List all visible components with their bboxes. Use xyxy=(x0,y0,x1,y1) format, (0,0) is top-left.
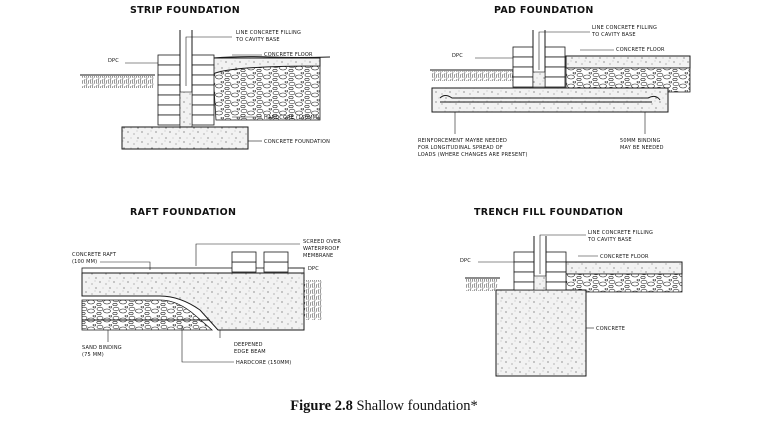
trench-concrete-fill xyxy=(495,289,587,377)
raft-ground-hatch xyxy=(304,280,322,320)
strip-concrete-floor xyxy=(212,57,321,75)
raft-beam-label-2: EDGE BEAM xyxy=(234,349,266,355)
pad-binding-label-1: 50MM BINDING xyxy=(620,138,661,144)
pad-hardcore xyxy=(565,67,691,93)
raft-hardcore xyxy=(81,299,214,331)
raft-screed-label-3: MEMBRANE xyxy=(303,253,333,259)
strip-floor-top xyxy=(212,56,331,59)
pad-concrete-pad xyxy=(431,87,669,113)
raft-dpc-label: DPC xyxy=(308,266,319,272)
pad-fill-label-2: TO CAVITY BASE xyxy=(591,32,636,38)
strip-cavity-wall xyxy=(157,30,215,128)
raft-concrete-leader xyxy=(100,261,151,270)
pad-cavity-wall xyxy=(512,30,566,88)
figure-caption: Figure 2.8 Shallow foundation* xyxy=(0,398,768,415)
trench-dpc-label: DPC xyxy=(460,258,471,264)
pad-fill-label-1: LINE CONCRETE FILLING xyxy=(592,25,657,31)
strip-hardcore-label: HARDCORE (150MM) xyxy=(264,115,319,121)
strip-fill-leader xyxy=(185,36,232,86)
strip-concrete-foundation xyxy=(121,126,249,150)
strip-floor-label: CONCRETE FLOOR xyxy=(264,52,313,58)
raft-screed-label-1: SCREED OVER xyxy=(303,239,341,245)
trench-concrete-floor xyxy=(565,261,683,275)
pad-foundation-title: PAD FOUNDATION xyxy=(494,5,594,16)
figure-caption-text: Shallow foundation* xyxy=(356,398,478,414)
raft-concrete-slab xyxy=(81,272,305,331)
trench-fill-label-1: LINE CONCRETE FILLING xyxy=(588,230,653,236)
strip-foundation-title: STRIP FOUNDATION xyxy=(130,5,240,16)
trench-fill-foundation-panel: TRENCH FILL FOUNDATION DPC LINE CONCR xyxy=(460,207,683,377)
strip-fill-label-2: TO CAVITY BASE xyxy=(235,37,280,43)
strip-fill-label-1: LINE CONCRETE FILLING xyxy=(236,30,301,36)
raft-hardcore-label: HARDCORE (150MM) xyxy=(236,360,291,366)
strip-hardcore xyxy=(212,65,321,121)
raft-foundation-panel: RAFT FOUNDATION CONCRETE RAFT (100 MM) S… xyxy=(72,207,341,366)
trench-fill-label-2: TO CAVITY BASE xyxy=(587,237,632,243)
raft-screed-label-2: WATERPROOF xyxy=(303,246,340,252)
strip-dpc-label: DPC xyxy=(108,58,119,64)
raft-concrete-label-2: (100 MM) xyxy=(72,259,97,265)
raft-foundation-title: RAFT FOUNDATION xyxy=(130,207,236,218)
pad-binding-label-2: MAY BE NEEDED xyxy=(620,145,664,151)
pad-fill-leader xyxy=(538,31,590,70)
pad-reinforcement-label-3: LOADS (WHERE CHANGES ARE PRESENT) xyxy=(418,152,528,158)
raft-sand-label-2: (75 MM) xyxy=(82,352,104,358)
raft-sand-label-1: SAND BINDING xyxy=(82,345,122,351)
pad-concrete-floor xyxy=(565,55,691,69)
trench-fill-leader xyxy=(539,234,586,274)
trench-concrete-label: CONCRETE xyxy=(596,326,625,332)
pad-reinforcement xyxy=(439,95,661,101)
raft-hardcore-leader xyxy=(181,326,234,363)
raft-cavity-wall xyxy=(231,251,289,273)
raft-beam-label-1: DEEPENED xyxy=(234,342,263,348)
pad-dpc-label: DPC xyxy=(452,53,463,59)
figure-number: Figure 2.8 xyxy=(290,398,353,414)
pad-floor-label: CONCRETE FLOOR xyxy=(616,47,665,53)
pad-foundation-panel: PAD FOUNDATION DPC LIN xyxy=(418,5,691,158)
strip-foundation-label: CONCRETE FOUNDATION xyxy=(264,139,330,145)
pad-reinforcement-label-2: FOR LONGITUDINAL SPREAD OF xyxy=(418,145,503,151)
trench-ground-hatch xyxy=(466,279,498,291)
raft-concrete-label-1: CONCRETE RAFT xyxy=(72,252,117,258)
trench-hardcore xyxy=(565,273,683,293)
trench-cavity-wall xyxy=(513,236,567,291)
strip-ground-hatch xyxy=(82,76,154,88)
strip-foundation-panel: STRIP FOUNDATION xyxy=(80,5,331,150)
trench-fill-foundation-title: TRENCH FILL FOUNDATION xyxy=(474,207,623,218)
raft-screed-leader xyxy=(195,243,300,266)
trench-floor-label: CONCRETE FLOOR xyxy=(600,254,649,260)
pad-ground-hatch xyxy=(432,71,514,81)
pad-reinforcement-label-1: REINFORCEMENT MAYBE NEEDED xyxy=(418,138,507,144)
